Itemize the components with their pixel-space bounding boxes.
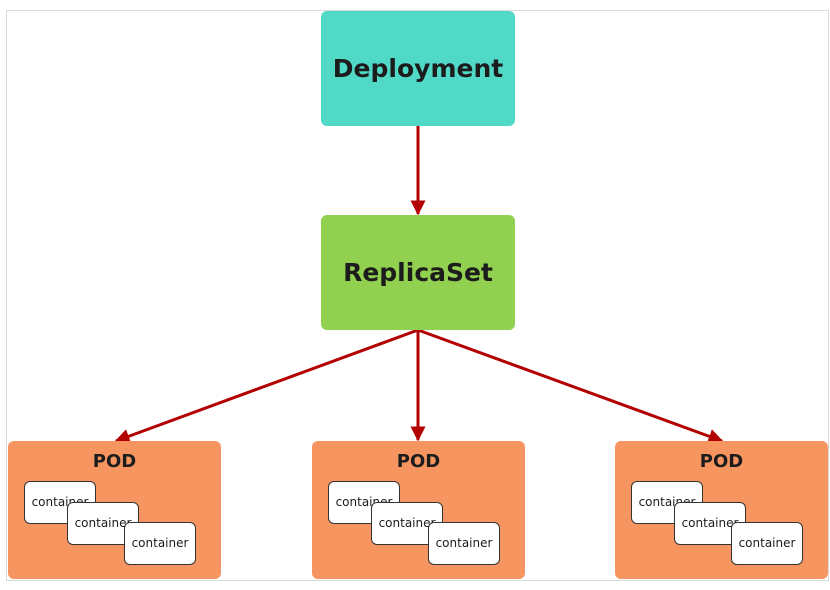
replicaset-label: ReplicaSet — [343, 258, 493, 287]
deployment-node: Deployment — [321, 11, 515, 126]
pod-node: POD container container container — [615, 441, 828, 579]
container-card: container — [124, 522, 196, 565]
diagram-frame — [6, 10, 829, 581]
container-card: container — [428, 522, 500, 565]
pod-label: POD — [699, 451, 744, 472]
pod-node: POD container container container — [312, 441, 525, 579]
deployment-label: Deployment — [332, 54, 504, 83]
container-card: container — [731, 522, 803, 565]
pod-node: POD container container container — [8, 441, 221, 579]
pod-label: POD — [92, 451, 137, 472]
replicaset-node: ReplicaSet — [321, 215, 515, 330]
pod-label: POD — [396, 451, 441, 472]
